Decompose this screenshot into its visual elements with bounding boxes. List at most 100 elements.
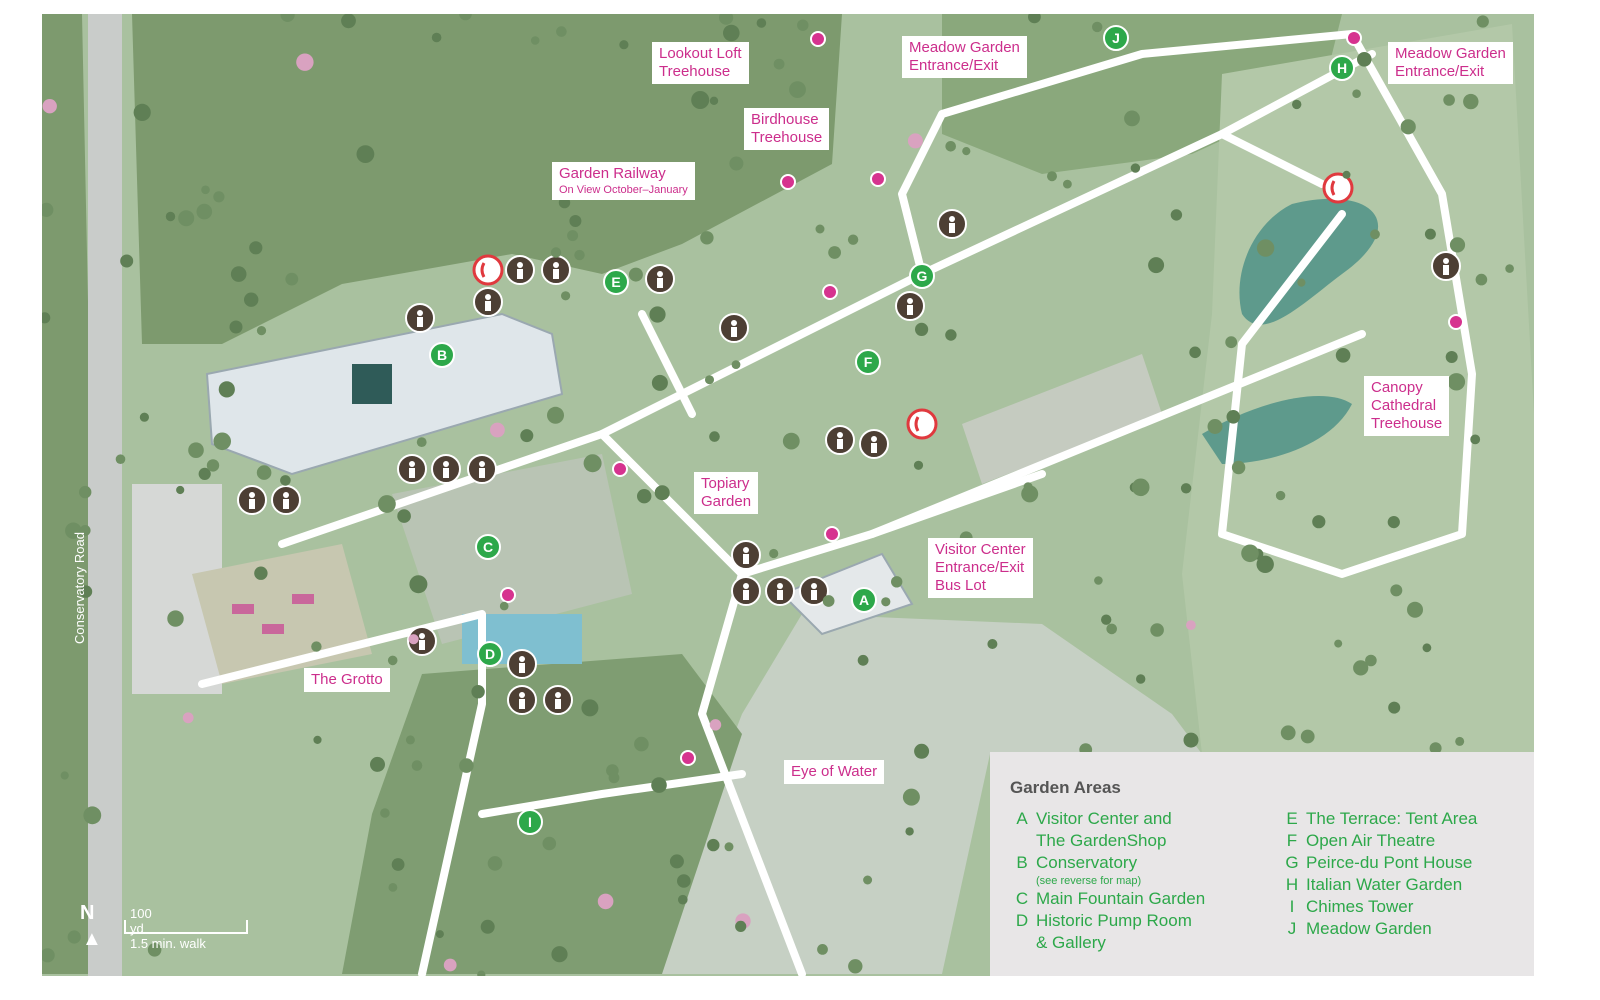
emergency-phone-icon[interactable]: [472, 254, 504, 286]
tree: [1357, 52, 1372, 67]
first-aid-icon[interactable]: [405, 303, 435, 333]
elevator-icon[interactable]: [407, 626, 437, 656]
tree: [1186, 620, 1196, 630]
tree: [945, 141, 956, 152]
callout-grotto[interactable]: The Grotto: [304, 668, 390, 692]
drinking-fountain-icon[interactable]: [473, 287, 503, 317]
tree: [724, 842, 734, 852]
area-marker-letter: A: [859, 592, 869, 608]
area-marker-f[interactable]: F: [855, 349, 881, 375]
information-icon[interactable]: [731, 576, 761, 606]
tree: [285, 272, 299, 286]
first-aid-icon[interactable]: [397, 454, 427, 484]
callout-meadow-entrance-1[interactable]: Meadow Garden Entrance/Exit: [902, 36, 1027, 78]
area-marker-a[interactable]: A: [851, 587, 877, 613]
restroom-icon[interactable]: [645, 264, 675, 294]
legend-letter: C: [1015, 889, 1029, 908]
tree: [1470, 434, 1481, 445]
tree: [280, 14, 295, 22]
legend-name: Italian Water Garden: [1306, 875, 1463, 894]
dining-icon[interactable]: [719, 313, 749, 343]
drinking-fountain-icon[interactable]: [271, 485, 301, 515]
information-icon[interactable]: [895, 291, 925, 321]
tree: [608, 772, 620, 784]
area-marker-h[interactable]: H: [1329, 55, 1355, 81]
legend-name: Main Fountain Garden: [1036, 889, 1206, 908]
callout-meadow-entrance-2[interactable]: Meadow Garden Entrance/Exit: [1388, 42, 1513, 84]
drinking-fountain-icon[interactable]: [467, 454, 497, 484]
callout-text: Eye of Water: [791, 763, 878, 780]
tree: [313, 735, 322, 745]
first-aid-icon[interactable]: [937, 209, 967, 239]
tree: [574, 249, 585, 261]
location-pin[interactable]: [1448, 314, 1464, 330]
callout-visitor-center[interactable]: Visitor Center Entrance/Exit Bus Lot: [928, 538, 1033, 598]
emergency-phone-icon[interactable]: [906, 408, 938, 440]
tree: [1124, 110, 1140, 127]
legend-item[interactable]: C Main Fountain Garden: [1008, 888, 1205, 910]
callout-topiary[interactable]: Topiary Garden: [694, 472, 759, 514]
tree: [459, 758, 474, 773]
location-pin[interactable]: [824, 526, 840, 542]
area-marker-letter: D: [485, 646, 495, 662]
tree: [1094, 576, 1103, 585]
restroom-icon[interactable]: [859, 429, 889, 459]
area-marker-j[interactable]: J: [1103, 25, 1129, 51]
first-aid-icon[interactable]: [731, 540, 761, 570]
area-marker-c[interactable]: C: [475, 534, 501, 560]
first-aid-icon[interactable]: [543, 685, 573, 715]
restroom-icon[interactable]: [541, 255, 571, 285]
family-restroom-icon[interactable]: [507, 685, 537, 715]
restroom-icon[interactable]: [237, 485, 267, 515]
forest-area: [82, 14, 842, 344]
restroom-icon[interactable]: [765, 576, 795, 606]
callout-text: Meadow Garden Entrance/Exit: [909, 39, 1020, 74]
first-aid-icon[interactable]: [507, 649, 537, 679]
first-aid-icon[interactable]: [825, 425, 855, 455]
area-marker-d[interactable]: D: [477, 641, 503, 667]
location-pin[interactable]: [780, 174, 796, 190]
tree: [178, 210, 195, 227]
drinking-fountain-icon[interactable]: [799, 576, 829, 606]
conservatory-courtyard: [352, 364, 392, 404]
location-pin[interactable]: [612, 461, 628, 477]
tree: [411, 760, 423, 771]
tree: [1131, 478, 1150, 497]
restroom-icon[interactable]: [1431, 251, 1461, 281]
area-marker-g[interactable]: G: [909, 263, 935, 289]
family-restroom-icon[interactable]: [505, 255, 535, 285]
tree: [1505, 264, 1514, 273]
main-fountain-garden: [392, 454, 632, 644]
location-pin[interactable]: [680, 750, 696, 766]
tree: [1180, 483, 1192, 494]
tree: [735, 920, 747, 933]
restroom-icon[interactable]: [431, 454, 461, 484]
area-marker-e[interactable]: E: [603, 269, 629, 295]
callout-canopy[interactable]: Canopy Cathedral Treehouse: [1364, 376, 1450, 436]
callout-eye-of-water[interactable]: Eye of Water: [784, 760, 885, 784]
area-marker-i[interactable]: I: [517, 809, 543, 835]
location-pin[interactable]: [810, 31, 826, 47]
location-pin[interactable]: [500, 587, 516, 603]
tree: [634, 736, 649, 752]
location-pin[interactable]: [1346, 30, 1362, 46]
area-marker-b[interactable]: B: [429, 342, 455, 368]
callout-birdhouse[interactable]: Birdhouse Treehouse: [744, 108, 830, 150]
tree: [380, 808, 390, 818]
location-pin[interactable]: [870, 171, 886, 187]
callout-lookout-loft[interactable]: Lookout Loft Treehouse: [652, 42, 749, 84]
location-pin[interactable]: [822, 284, 838, 300]
tree: [700, 231, 714, 245]
emergency-phone-icon[interactable]: [1322, 172, 1354, 204]
